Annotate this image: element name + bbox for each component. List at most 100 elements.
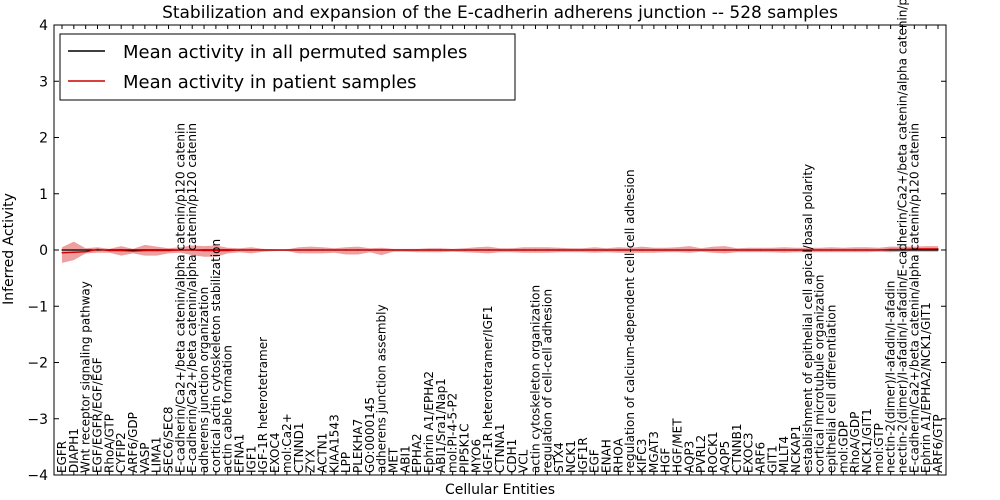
- data-point-patient: [73, 251, 75, 253]
- data-point-patient: [179, 249, 181, 251]
- category-label: E-cadherin/Ca2+/beta catenin/alpha caten…: [173, 123, 187, 473]
- category-label: CTNND1: [292, 422, 306, 473]
- data-point-patient: [570, 249, 572, 251]
- category-label: mol:GTP: [872, 423, 886, 473]
- data-point-patient: [653, 249, 655, 251]
- data-point-patient: [700, 249, 702, 251]
- data-point-patient: [712, 249, 714, 251]
- data-point-patient: [665, 249, 667, 251]
- legend: Mean activity in all permuted samples Me…: [59, 33, 516, 101]
- category-label: AQP3: [682, 441, 696, 473]
- data-point-patient: [262, 249, 264, 251]
- category-label: IGF1R: [576, 437, 590, 473]
- category-label: IGF1: [244, 446, 258, 473]
- category-label: cortical microtubule organization: [813, 275, 827, 473]
- category-label: ZYX: [304, 449, 318, 473]
- line-layer: [61, 248, 939, 254]
- data-point-patient: [677, 249, 679, 251]
- y-tick-label: 4: [39, 18, 48, 34]
- data-point-patient: [748, 249, 750, 251]
- data-point-patient: [475, 249, 477, 251]
- tick-layer: [54, 24, 946, 476]
- data-point-patient: [854, 249, 856, 251]
- category-label: NCK1/GIT1: [860, 408, 874, 473]
- x-axis-label: Cellular Entities: [445, 482, 555, 498]
- data-point-permuted: [61, 249, 63, 251]
- chart-title: Stabilization and expansion of the E-cad…: [162, 3, 838, 23]
- data-point-patient: [925, 248, 927, 250]
- category-label: mol:Ca2+: [280, 413, 294, 473]
- category-label: MGAT3: [647, 431, 661, 473]
- data-point-permuted: [85, 249, 87, 251]
- data-point-patient: [274, 249, 276, 251]
- data-point-patient: [298, 249, 300, 251]
- category-label: STX4: [552, 442, 566, 473]
- data-point-patient: [546, 249, 549, 251]
- category-label: HGF: [659, 448, 673, 473]
- band-layer: [62, 241, 938, 263]
- data-point-permuted: [73, 249, 75, 251]
- data-point-patient: [191, 249, 193, 251]
- data-point-patient: [617, 249, 620, 251]
- category-label: ENAH: [600, 439, 614, 473]
- data-point-patient: [878, 249, 880, 251]
- category-label: ARF6/GTP: [931, 414, 945, 473]
- category-label: mol:PI-4-5-P2: [446, 393, 460, 473]
- data-point-patient: [487, 249, 489, 251]
- y-axis-label: Inferred Activity: [1, 193, 17, 305]
- data-point-patient: [381, 249, 383, 251]
- data-point-patient: [523, 249, 525, 251]
- category-label: EGFR: [55, 441, 69, 473]
- category-label: adherens junction assembly: [375, 304, 389, 473]
- data-point-patient: [96, 248, 99, 250]
- category-label: ARF6/GDP: [126, 412, 140, 473]
- category-label: CTNNA1: [493, 423, 507, 473]
- category-label: VCL: [517, 449, 531, 473]
- category-label: actin cable formation: [221, 345, 235, 473]
- category-label: PVRL2: [694, 435, 708, 473]
- category-label: MET: [387, 447, 401, 473]
- category-label: EPHA2: [410, 433, 424, 473]
- category-label: ROCK1: [706, 431, 720, 473]
- category-label: EXOC4: [268, 433, 282, 474]
- data-point-patient: [61, 252, 63, 254]
- y-tick-label: −3: [27, 412, 48, 428]
- data-point-patient: [759, 249, 762, 251]
- category-label: EXOC3: [742, 433, 756, 474]
- category-label: PLEKHA7: [351, 419, 365, 473]
- category-label: Wnt receptor signaling pathway: [79, 281, 93, 473]
- data-point-permuted: [913, 249, 915, 251]
- y-tick-label: 1: [39, 187, 48, 203]
- data-point-patient: [203, 250, 205, 252]
- data-point-patient: [582, 249, 584, 251]
- data-point-patient: [511, 249, 513, 251]
- data-point-patient: [594, 249, 596, 251]
- category-label: LIMA1: [150, 437, 164, 473]
- category-label: PIP5K1C: [458, 423, 472, 473]
- data-point-patient: [688, 249, 691, 251]
- category-label: RhoA/GDP: [848, 412, 862, 473]
- data-point-patient: [85, 251, 87, 253]
- category-label: KIAA1543: [327, 414, 341, 473]
- data-point-patient: [558, 249, 560, 251]
- category-label: GIT1: [765, 445, 779, 473]
- data-point-patient: [629, 249, 631, 251]
- category-label: NCKAP1: [789, 425, 803, 473]
- data-point-patient: [239, 249, 241, 251]
- category-label: EGF/EGFR/EGF/EGF: [91, 357, 105, 473]
- category-label: regulation of cell-cell adhesion: [540, 289, 554, 473]
- data-point-permuted: [925, 249, 927, 251]
- data-point-patient: [937, 248, 939, 250]
- category-label: CYFIP2: [114, 432, 128, 473]
- data-point-patient: [321, 249, 323, 251]
- category-label: cortical actin cytoskeleton stabilizatio…: [209, 239, 223, 473]
- data-point-patient: [156, 250, 158, 252]
- data-point-permuted: [937, 249, 939, 251]
- category-label: RhoA/GTP: [102, 414, 116, 473]
- category-label: epithelial cell differentiation: [825, 305, 839, 473]
- data-point-patient: [215, 250, 217, 252]
- data-point-patient: [440, 249, 442, 251]
- data-point-patient: [120, 250, 122, 252]
